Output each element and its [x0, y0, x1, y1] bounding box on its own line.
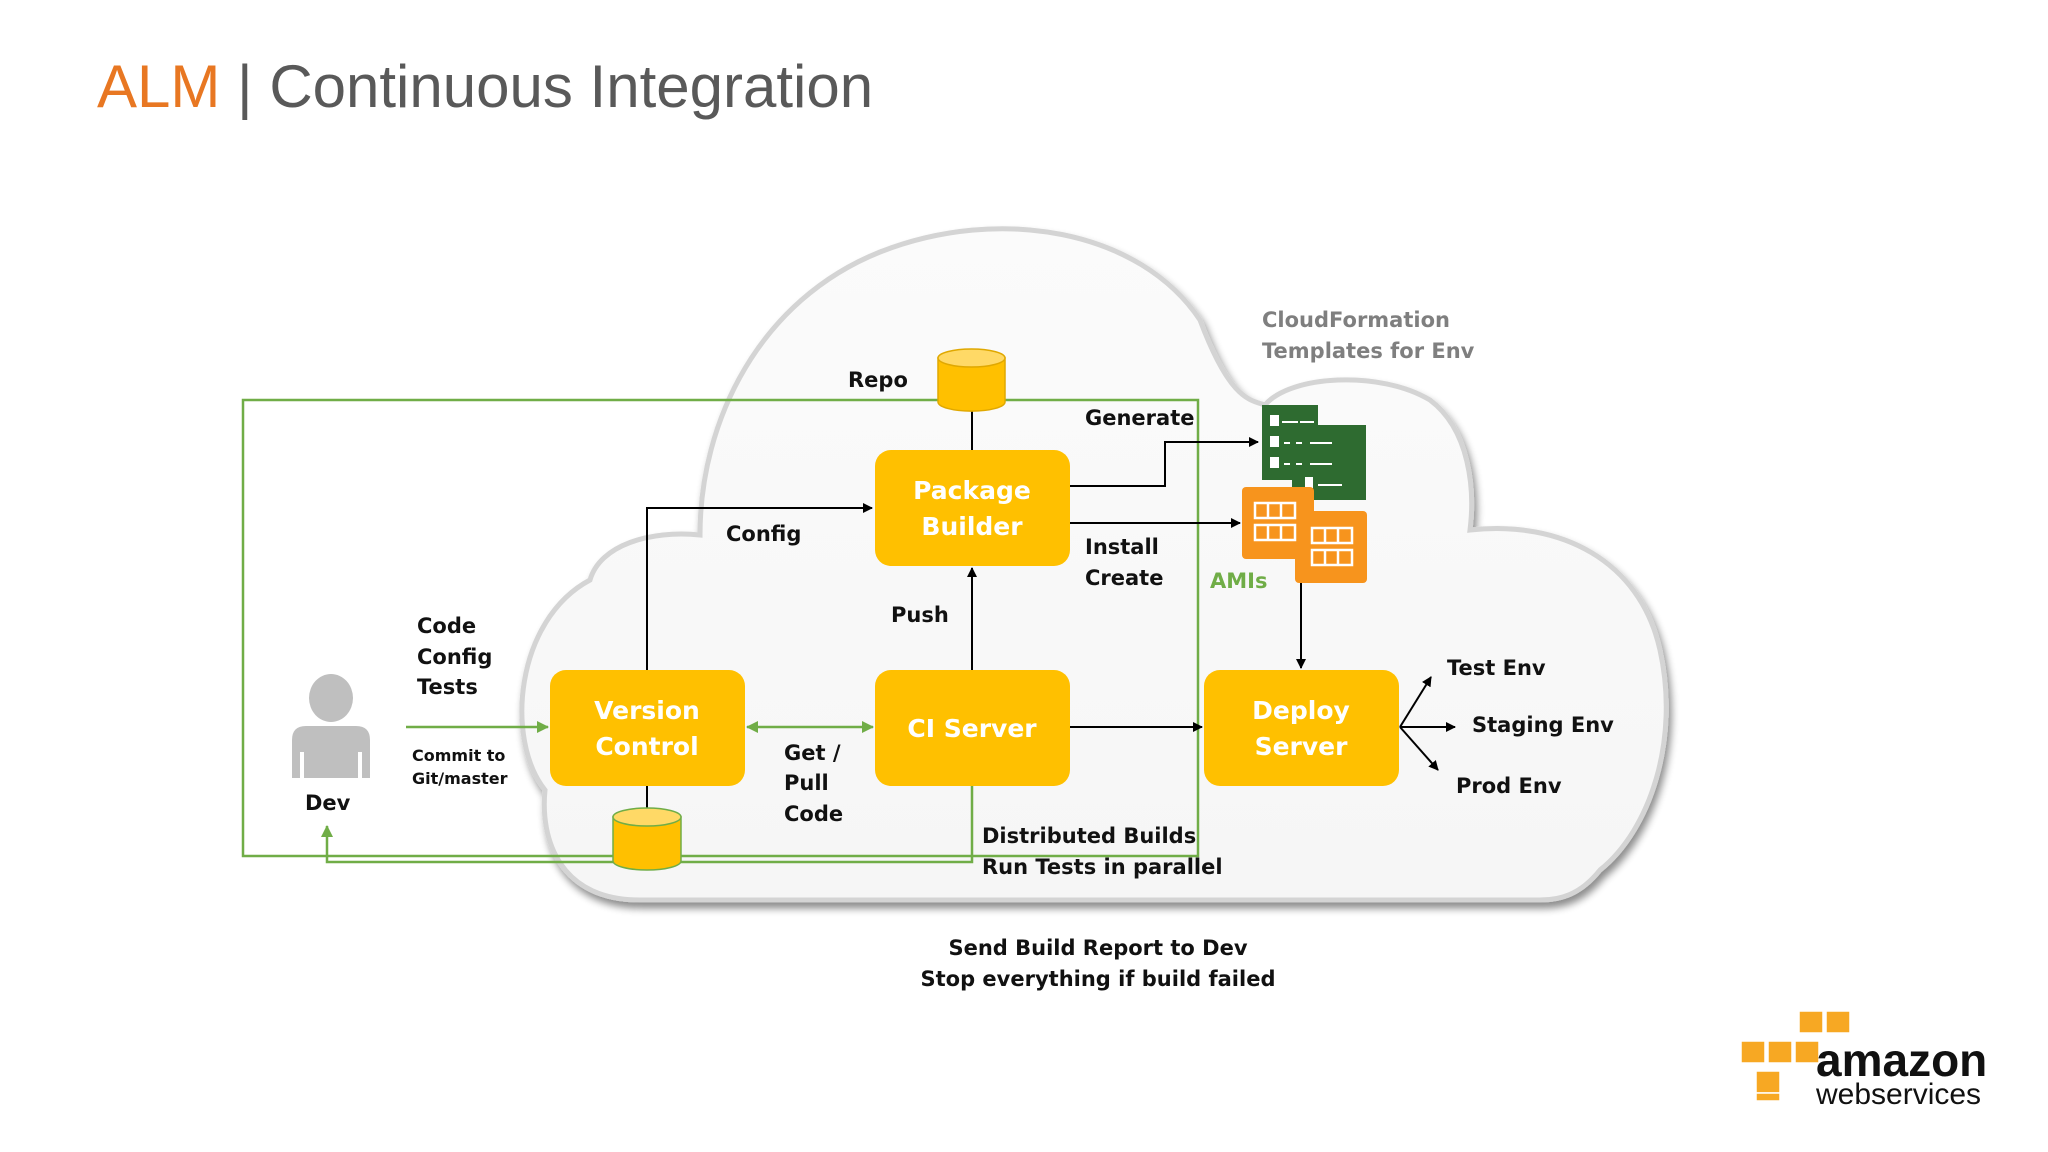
distributed-builds-label: Distributed Builds: [982, 824, 1196, 848]
feedback-loop-boundary: [241, 398, 1200, 858]
commit-content-line-2: Config: [417, 645, 492, 669]
commit-label-line-1: Commit to: [412, 746, 505, 765]
config-arrow: [646, 503, 873, 670]
commit-content-line-1: Code: [417, 614, 476, 638]
version-control-label-1: Version: [594, 696, 700, 725]
get-pull-label-3: Code: [784, 802, 843, 826]
aws-logo: amazon webservices: [1740, 1010, 1987, 1111]
feedback-label-2: Stop everything if build failed: [921, 967, 1276, 991]
commit-label-line-2: Git/master: [412, 769, 508, 788]
cloudformation-label-1: CloudFormation: [1262, 308, 1450, 332]
deploy-to-prod-arrow: [1399, 726, 1439, 771]
vc-database-icon: [612, 807, 682, 871]
package-builder-node[interactable]: Package Builder: [875, 450, 1070, 566]
env-staging-label: Staging Env: [1472, 713, 1614, 737]
get-pull-label-2: Pull: [784, 771, 829, 795]
title-accent: ALM: [97, 53, 221, 120]
amis-label: AMIs: [1210, 569, 1267, 593]
package-builder-label-2: Builder: [921, 512, 1023, 541]
title-separator: |: [220, 53, 270, 120]
commit-content-line-3: Tests: [417, 675, 478, 699]
deploy-to-test-arrow: [1399, 676, 1432, 728]
get-pull-label-1: Get /: [784, 741, 841, 765]
aws-cubes-icon: [1740, 1010, 1851, 1102]
config-label: Config: [726, 522, 801, 546]
deploy-server-label-1: Deploy: [1252, 696, 1350, 725]
ami-image-icon: [1242, 487, 1367, 583]
aws-logo-line-2: webservices: [1815, 1078, 1981, 1111]
deploy-server-label-2: Server: [1255, 732, 1349, 761]
repo-label: Repo: [848, 368, 908, 392]
ci-server-label: CI Server: [907, 714, 1037, 743]
dev-label: Dev: [305, 791, 351, 815]
aws-logo-line-1: amazon: [1816, 1034, 1987, 1086]
version-control-label-2: Control: [595, 732, 698, 761]
generate-arrow: [1070, 437, 1259, 487]
repo-database-icon: [937, 348, 1006, 412]
create-label: Create: [1085, 566, 1163, 590]
slide-title: ALM | Continuous Integration: [97, 52, 873, 121]
person-icon: [292, 674, 370, 778]
version-control-node[interactable]: Version Control: [550, 670, 745, 786]
env-test-label: Test Env: [1447, 656, 1546, 680]
cloudformation-label-2: Templates for Env: [1262, 339, 1475, 363]
generate-label: Generate: [1085, 406, 1194, 430]
feedback-label-1: Send Build Report to Dev: [948, 936, 1247, 960]
ci-server-node[interactable]: CI Server: [875, 670, 1070, 786]
env-prod-label: Prod Env: [1456, 774, 1562, 798]
deploy-server-node[interactable]: Deploy Server: [1204, 670, 1399, 786]
title-main: Continuous Integration: [269, 53, 874, 120]
cloud-shape: [519, 226, 1669, 903]
package-builder-label-1: Package: [913, 476, 1031, 505]
dev-actor: Dev: [292, 674, 370, 815]
run-tests-label: Run Tests in parallel: [982, 855, 1223, 879]
install-label: Install: [1085, 535, 1159, 559]
push-label: Push: [891, 603, 949, 627]
